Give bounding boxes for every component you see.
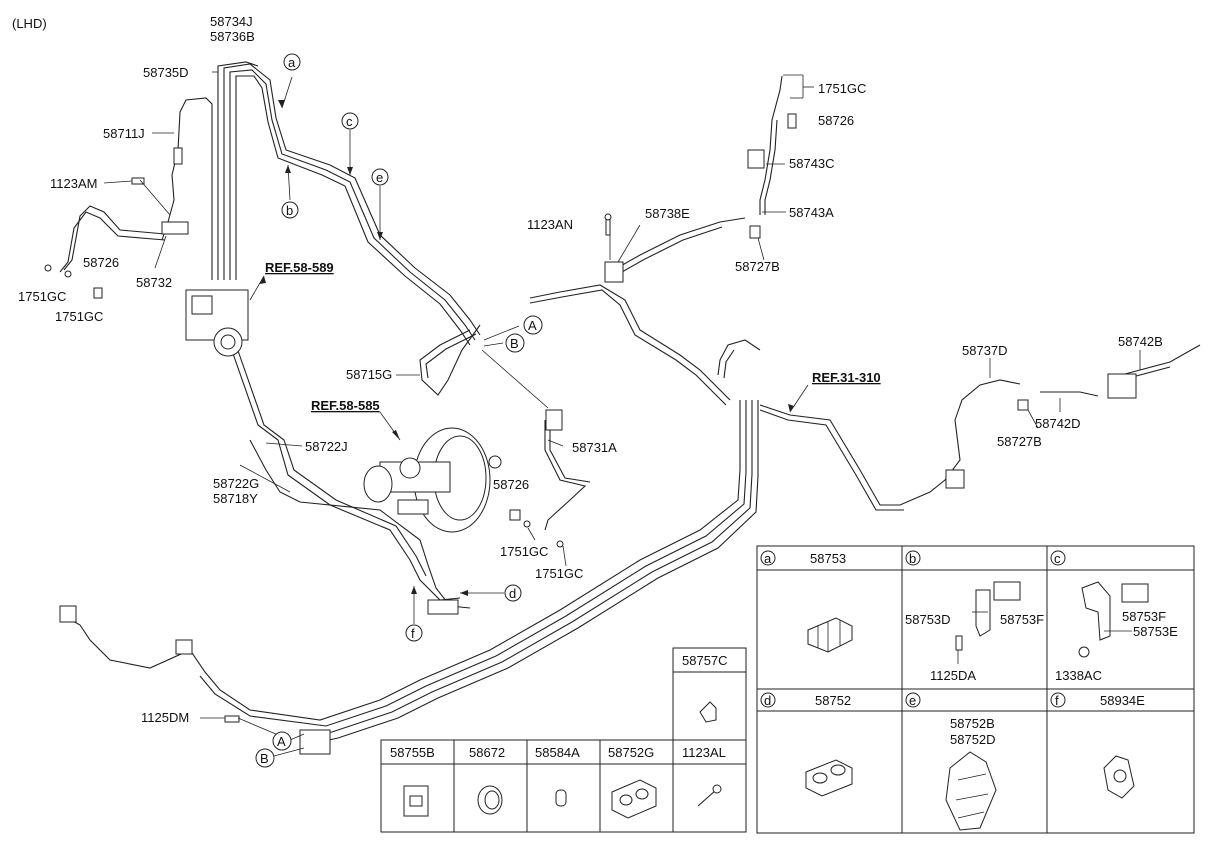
screw-1123AL-sketch [697,784,722,807]
callout-A-bottom-text: A [277,734,286,749]
label-58718Y: 58718Y [213,491,258,506]
grommet-58672-sketch [477,785,503,815]
label-58732: 58732 [136,275,172,290]
label-58743C: 58743C [789,156,835,171]
clip-58755B-sketch [403,785,429,817]
clip-58752-sketch [805,759,853,797]
callout-a [283,53,301,71]
cap-58584A-sketch [555,789,567,807]
leaders [103,71,1141,757]
ref-31-310: REF.31-310 [812,370,881,385]
callout-A-bottom [272,731,292,751]
bracket-58753D-sketch [955,581,1021,664]
table-d-tag: d [764,693,771,708]
label-58711J: 58711J [103,126,145,141]
label-58726-mid: 58726 [493,477,529,492]
callout-circles: a b c e d f A B A B [255,53,543,768]
label-1751GC-left1: 1751GC [18,289,66,304]
clip-58753-sketch [807,617,853,653]
bottom-header-58672: 58672 [469,745,505,760]
clip-58934E-sketch [1103,755,1135,799]
callout-B-bottom-text: B [260,751,269,766]
callout-A-top-text: A [528,318,537,333]
label-58727B-top: 58727B [735,259,780,274]
label-1751GC-left2: 1751GC [55,309,103,324]
table-c-code-1338AC: 1338AC [1055,668,1102,683]
table-d-code: 58752 [815,693,851,708]
right-parts-table: a 58753 b c d 58752 e f 58934E 58753D 58… [756,545,1195,834]
clip-58757C-sketch [699,701,717,723]
table-e-tag: e [909,693,916,708]
label-1751GC-right: 1751GC [818,81,866,96]
callout-A-top [523,315,543,335]
callout-d [504,584,522,602]
lhd-note: (LHD) [12,16,47,31]
label-58735D: 58735D [143,65,189,80]
bottom-parts-table: 58757C 58755B 58672 58584A 58752G 1123AL [380,647,747,833]
label-1123AN: 1123AN [527,217,573,232]
abs-unit [185,289,249,357]
table-c-code-58753E: 58753E [1133,624,1178,639]
bottom-header-58755B: 58755B [390,745,435,760]
label-1751GC-mid1: 1751GC [500,544,548,559]
part-labels: 58734J 58736B 58735D 58711J 1123AM 58726… [18,14,1163,725]
arrow-heads [259,100,794,596]
label-58734J: 58734J [210,14,253,29]
label-58743A: 58743A [789,205,834,220]
small-parts [44,113,1137,755]
label-58742B: 58742B [1118,334,1163,349]
label-58731A: 58731A [572,440,617,455]
table-c-code-58753F: 58753F [1122,609,1166,624]
clip-58752G-sketch [611,779,657,819]
table-e-code-58752D: 58752D [950,732,996,747]
label-58742D: 58742D [1035,416,1081,431]
tube-drawing [59,61,1201,743]
label-58726-right: 58726 [818,113,854,128]
label-58722G: 58722G [213,476,259,491]
label-58738E: 58738E [645,206,690,221]
label-58737D: 58737D [962,343,1008,358]
label-58736B: 58736B [210,29,255,44]
table-a-code: 58753 [810,551,846,566]
label-58722J: 58722J [305,439,348,454]
table-b-code-1125DA: 1125DA [930,668,976,683]
bracket-58753E-sketch [1078,581,1149,658]
label-58726-left: 58726 [83,255,119,270]
table-b-code-58753D: 58753D [905,612,951,627]
table-e-code-58752B: 58752B [950,716,995,731]
bottom-single-code: 58757C [682,653,728,668]
ref-58-585: REF.58-585 [311,398,380,413]
callout-b [281,201,299,219]
ref-58-589: REF.58-589 [265,260,334,275]
table-a-tag: a [764,551,772,566]
table-c-tag: c [1054,551,1061,566]
callout-B-bottom [255,748,275,768]
table-f-code: 58934E [1100,693,1145,708]
callout-a-text: a [288,55,296,70]
bottom-header-1123AL: 1123AL [682,745,726,760]
callout-B-top-text: B [510,336,519,351]
clip-58752B-sketch [945,751,997,831]
label-58727B-right: 58727B [997,434,1042,449]
brake-booster [363,427,502,533]
callout-B-top [505,333,525,353]
bottom-header-58584A: 58584A [535,745,580,760]
callout-e-text: e [376,170,383,185]
callout-f [405,624,423,642]
label-1751GC-mid2: 1751GC [535,566,583,581]
table-b-code-58753F: 58753F [1000,612,1044,627]
callout-e [371,168,389,186]
table-f-tag: f [1055,693,1059,708]
label-58715G: 58715G [346,367,392,382]
label-1123AM: 1123AM [50,176,97,191]
callout-c-text: c [346,114,353,129]
callout-d-text: d [509,586,516,601]
callout-b-text: b [286,203,293,218]
callout-c [341,112,359,130]
bottom-header-58752G: 58752G [608,745,654,760]
table-b-tag: b [909,551,916,566]
callout-f-text: f [411,626,415,641]
label-1125DM: 1125DM [141,710,189,725]
